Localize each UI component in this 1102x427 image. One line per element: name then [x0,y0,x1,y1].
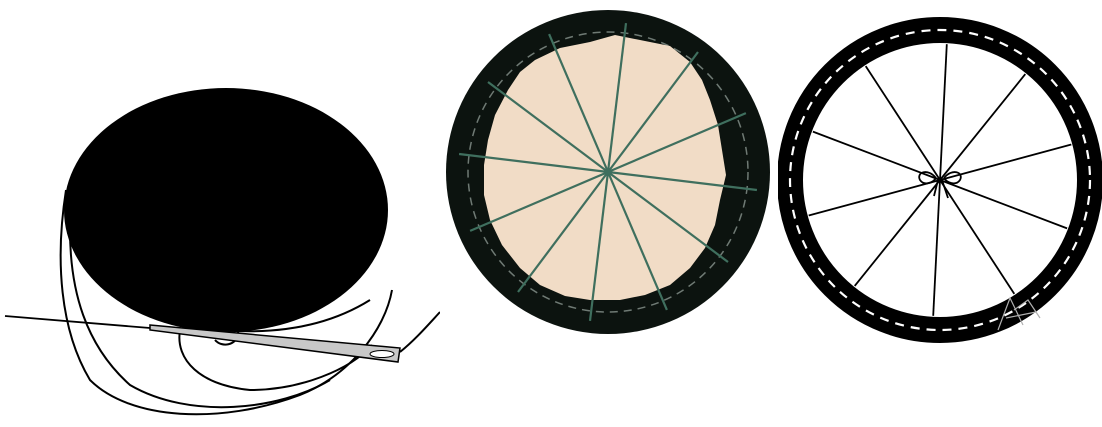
needle-threading-illustration [0,0,445,427]
ring-pattern-illustration [778,0,1102,427]
needle-eye [370,351,394,358]
black-disc [64,88,388,332]
thread-tail [400,312,440,352]
spoke [940,74,1025,180]
spoke [866,66,940,180]
spoke [855,180,940,286]
spoke-center [605,169,611,175]
spoke [940,44,947,180]
fabric-disc-photo [440,0,776,427]
spoke [809,180,940,216]
panel-needle-threading [0,0,445,427]
panel-ring-pattern [778,0,1102,427]
panel-fabric-disc [440,0,776,427]
thread-spokes [809,44,1072,316]
thread-line [5,316,150,328]
spoke [940,180,1014,294]
spoke [933,180,940,316]
spoke [940,180,1067,228]
